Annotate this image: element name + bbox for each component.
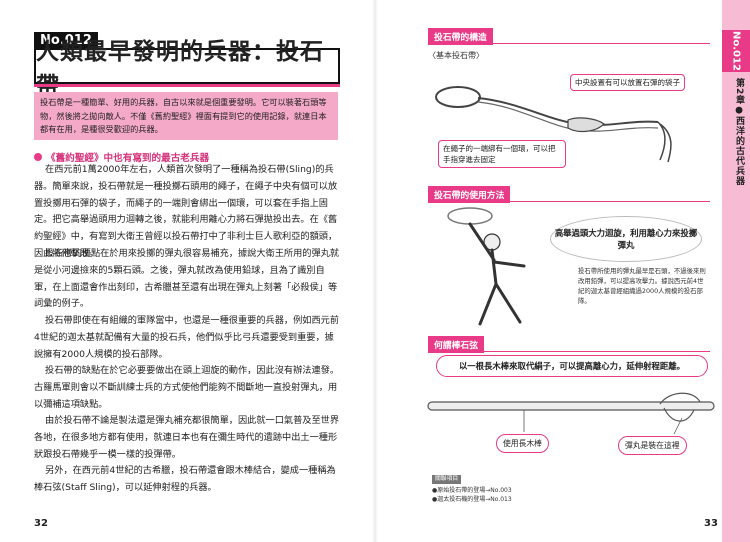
section-heading: 《舊約聖經》中也有寫到的最古老兵器 [34, 150, 209, 164]
related-items: 關聯項目 ●原始投石帶的登場→No.003 ●迦太投石機的登場→No.013 [432, 474, 512, 504]
pouch-callout: 中央設置有可以放置石彈的袋子 [570, 74, 685, 91]
staff-sling-explanation: 以一根長木棒來取代絹子，可以提高離心力，延伸射程距離。 [436, 355, 708, 377]
related-item: ●迦太投石機的登場→No.013 [432, 496, 512, 503]
bullet-icon [34, 153, 42, 161]
usage-note: 投石帶所使用的彈丸最早是石頭，不過後來則改用鉛彈，可以提高攻擊力。據說西元前4世… [578, 267, 706, 305]
caption-rule [428, 43, 710, 44]
entry-number-tag: No.012 [34, 32, 98, 49]
side-chapter-title: 第2章●西洋的古代兵器 [734, 78, 744, 187]
usage-caption: 投石帶的使用方法 [428, 186, 511, 203]
paragraph-2: 投石帶的優點在於用來投擲的彈丸很容易補充，據說大衛王所用的彈丸就是從小河邊撿來的… [34, 248, 340, 310]
sling-pouch [567, 117, 605, 133]
page-title: 人類最早發明的兵器：投石帶 [34, 39, 340, 99]
slinger-figure [447, 207, 526, 326]
loop-callout: 在繩子的一端綁有一個環，可以把手指穿進去固定 [438, 140, 566, 168]
basic-sling-label: 〈基本投石帶〉 [428, 51, 484, 60]
staff-sling-caption: 何謂棒石弦 [428, 336, 484, 353]
attached-sling [659, 392, 701, 422]
related-item: ●原始投石帶的登場→No.003 [432, 487, 512, 494]
summary-box: 投石帶是一種簡單、好用的兵器，自古以來就是個重要發明。它可以裝著石頭等物，然後將… [34, 92, 338, 140]
caption-rule-2 [428, 201, 710, 202]
book-gutter [372, 0, 378, 542]
page-number-left: 32 [34, 518, 48, 529]
finger-loop [435, 86, 481, 108]
structure-caption: 投石帶的構造 [428, 28, 493, 45]
pellet-label: 彈丸是裝在這裡 [618, 436, 687, 455]
caption-rule-3 [428, 351, 710, 352]
section-heading-text: 《舊約聖經》中也有寫到的最古老兵器 [46, 153, 210, 164]
pellet-pointer [673, 417, 683, 435]
long-stick-label: 使用長木棒 [496, 434, 549, 453]
spinning-sling [447, 207, 493, 225]
sling-illustration [435, 86, 672, 163]
figure-body [468, 222, 526, 326]
paragraph-4: 投石帶的缺點在於它必要要做出在頭上迴旋的動作，因此沒有辦法連發。古羅馬軍則會以不… [34, 365, 340, 410]
staff-sling-illustration [427, 392, 715, 435]
chapter-side-tab [722, 0, 750, 542]
usage-speech-bubble: 高舉過頭大力迴旋，利用離心力來投擲彈丸 [550, 216, 702, 262]
paragraph-6: 另外，在西元前4世紀的古希臘，投石帶還會跟木棒結合，變成一種稱為棒石弦(Staf… [34, 465, 336, 493]
sling-tail [657, 121, 672, 163]
page-number-right: 33 [704, 518, 718, 529]
long-stick [427, 401, 715, 411]
paragraph-3: 投石帶即使在有組織的軍隊當中，也還是一種很重要的兵器，例如西元前4世紀的迦太基就… [34, 315, 340, 360]
paragraph-5: 由於投石帶不論是製法還是彈丸補充都很簡單，因此就一口氣普及至世界各地，在很多地方… [34, 415, 340, 460]
usage-bubble-text: 高舉過頭大力迴旋，利用離心力來投擲彈丸 [554, 228, 698, 250]
paragraph-1: 在西元前1萬2000年左右，人類首次發明了一種稱為投石帶(Sling)的兵器。簡… [34, 164, 338, 259]
title-underline [34, 84, 340, 87]
side-entry-number: No.012 [722, 30, 750, 72]
related-heading: 關聯項目 [432, 475, 462, 484]
